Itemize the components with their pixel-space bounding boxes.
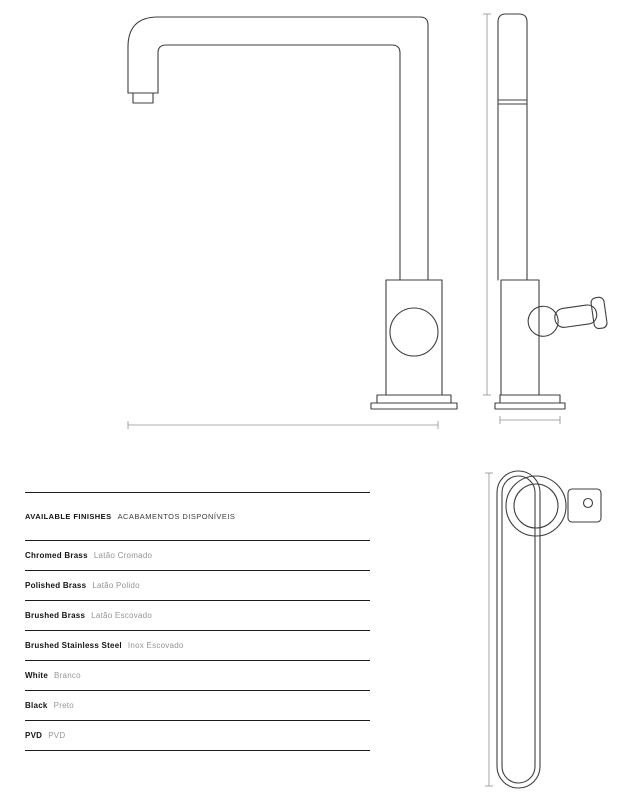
handle-top xyxy=(567,488,602,523)
finish-name-en: Brushed Brass xyxy=(25,611,86,620)
finishes-header-pt: ACABAMENTOS DISPONÍVEIS xyxy=(117,512,236,521)
base-flange xyxy=(376,394,452,404)
finishes-table: AVAILABLE FINISHES ACABAMENTOS DISPONÍVE… xyxy=(25,492,370,751)
finish-row: Brushed Stainless Steel Inox Escovado xyxy=(25,630,370,660)
finish-row: Brushed Brass Latão Escovado xyxy=(25,600,370,630)
finish-name-en: White xyxy=(25,671,49,680)
finish-name-pt: Branco xyxy=(54,671,81,680)
finish-name-en: Black xyxy=(25,701,48,710)
finishes-header: AVAILABLE FINISHES ACABAMENTOS DISPONÍVE… xyxy=(25,492,370,540)
spout-arm-inner xyxy=(501,475,536,784)
spout-outer-line xyxy=(127,16,429,281)
finish-row: White Branco xyxy=(25,660,370,690)
finish-name-pt: PVD xyxy=(48,731,66,740)
body-top-outer xyxy=(505,475,567,537)
height-dimension-line xyxy=(483,13,491,396)
finish-name-pt: Latão Cromado xyxy=(93,551,153,560)
top-view-drawing xyxy=(480,463,623,800)
handle-pin xyxy=(582,497,594,509)
spout-arm-outer xyxy=(496,470,541,789)
front-view-drawing xyxy=(105,5,465,435)
finish-row: PVD PVD xyxy=(25,720,370,750)
width-dimension-line xyxy=(127,421,439,429)
side-view-drawing xyxy=(475,5,620,435)
spout-inner-line xyxy=(157,44,401,281)
finish-row: Black Preto xyxy=(25,690,370,720)
finish-name-en: Chromed Brass xyxy=(25,551,88,560)
finish-row: Chromed Brass Latão Cromado xyxy=(25,540,370,570)
finish-name-pt: Latão Escovado xyxy=(91,611,153,620)
finish-name-en: Polished Brass xyxy=(25,581,87,590)
finish-name-en: PVD xyxy=(25,731,43,740)
body-cylinder xyxy=(385,279,443,396)
base-plate-side xyxy=(494,402,566,410)
finishes-header-en: AVAILABLE FINISHES xyxy=(25,512,112,521)
tube-profile xyxy=(497,13,528,281)
finish-name-pt: Inox Escovado xyxy=(127,641,184,650)
finish-row: Polished Brass Latão Polido xyxy=(25,570,370,600)
finish-name-pt: Preto xyxy=(53,701,74,710)
finish-name-en: Brushed Stainless Steel xyxy=(25,641,122,650)
lever-handle xyxy=(527,296,608,337)
body-cylinder-side xyxy=(500,279,540,396)
control-knob xyxy=(389,307,439,357)
finish-name-pt: Latão Polido xyxy=(92,581,140,590)
base-plate xyxy=(370,402,458,410)
body-top-inner xyxy=(513,483,559,529)
base-dimension-line xyxy=(499,416,561,424)
base-flange-side xyxy=(499,394,561,404)
nozzle xyxy=(132,92,154,104)
plan-dimension-line xyxy=(485,472,493,787)
